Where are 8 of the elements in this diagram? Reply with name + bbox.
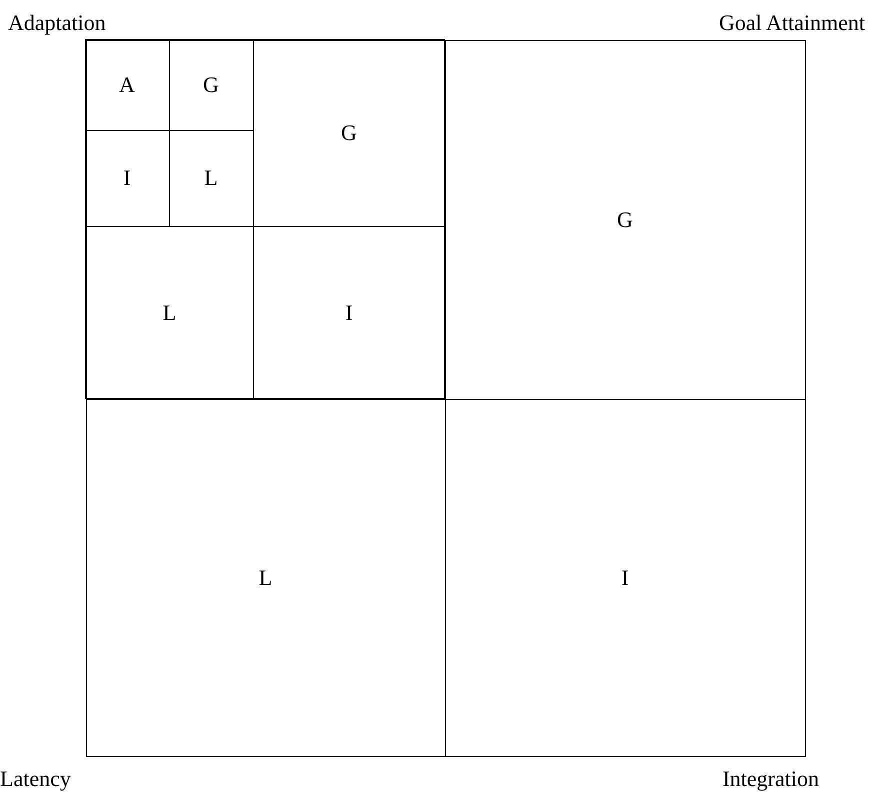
quadrant-box <box>86 40 446 400</box>
letter-cell: I <box>253 226 445 399</box>
corner-label: Goal Attainment <box>718 12 865 34</box>
letter-cell: L <box>85 226 254 399</box>
letter-cell: G <box>253 39 445 227</box>
corner-label: Adaptation <box>8 12 106 34</box>
corner-label: Latency <box>0 768 71 790</box>
corner-label: Integration <box>722 768 819 790</box>
